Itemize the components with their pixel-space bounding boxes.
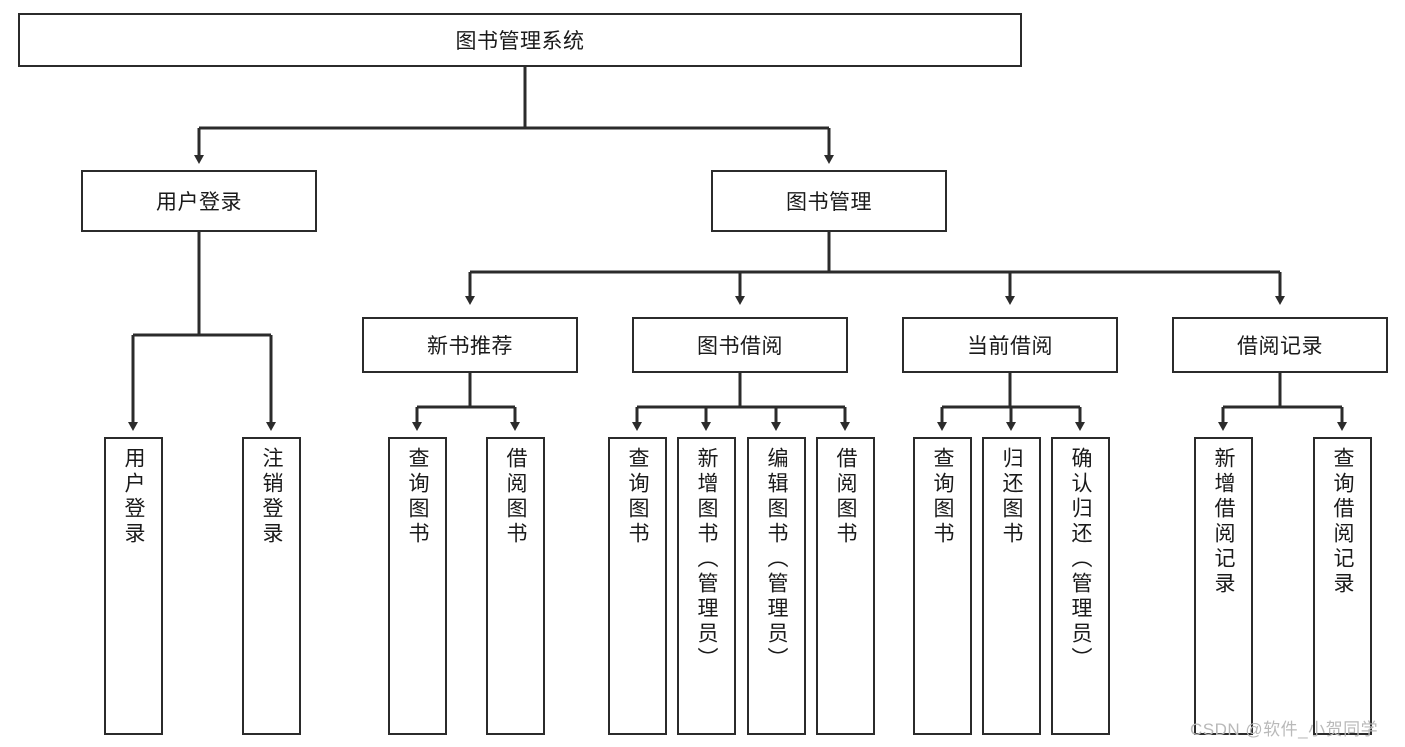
node-leaf-borrow-query[interactable]: 查询图书 [608,437,667,735]
node-current-borrow-label: 当前借阅 [967,335,1053,358]
node-leaf-borrow-edit-label: 编辑图书（管理员） [765,447,788,672]
node-leaf-current-query[interactable]: 查询图书 [913,437,972,735]
node-leaf-current-confirm[interactable]: 确认归还（管理员） [1051,437,1110,735]
node-user-login-label: 用户登录 [156,191,242,214]
node-book-manage[interactable]: 图书管理 [711,170,947,232]
node-leaf-record-query[interactable]: 查询借阅记录 [1313,437,1372,735]
node-leaf-borrow-add-label: 新增图书（管理员） [695,447,718,672]
node-book-borrow-label: 图书借阅 [697,335,783,358]
watermark: CSDN @软件_小贺同学 [1190,715,1378,740]
node-leaf-borrow-edit[interactable]: 编辑图书（管理员） [747,437,806,735]
node-leaf-newbook-borrow[interactable]: 借阅图书 [486,437,545,735]
node-borrow-record[interactable]: 借阅记录 [1172,317,1388,373]
node-borrow-record-label: 借阅记录 [1237,335,1323,358]
node-leaf-logout-label: 注销登录 [260,447,283,547]
node-current-borrow[interactable]: 当前借阅 [902,317,1118,373]
node-root[interactable]: 图书管理系统 [18,13,1022,67]
node-leaf-current-query-label: 查询图书 [931,447,954,547]
node-leaf-user-login-label: 用户登录 [122,447,145,547]
node-leaf-logout[interactable]: 注销登录 [242,437,301,735]
node-leaf-newbook-query[interactable]: 查询图书 [388,437,447,735]
node-leaf-record-add[interactable]: 新增借阅记录 [1194,437,1253,735]
node-leaf-borrow-do-label: 借阅图书 [834,447,857,547]
node-leaf-borrow-query-label: 查询图书 [626,447,649,547]
node-leaf-borrow-do[interactable]: 借阅图书 [816,437,875,735]
node-leaf-newbook-borrow-label: 借阅图书 [504,447,527,547]
node-leaf-current-return[interactable]: 归还图书 [982,437,1041,735]
node-leaf-user-login[interactable]: 用户登录 [104,437,163,735]
node-leaf-newbook-query-label: 查询图书 [406,447,429,547]
node-leaf-current-return-label: 归还图书 [1000,447,1023,547]
node-book-borrow[interactable]: 图书借阅 [632,317,848,373]
node-leaf-record-query-label: 查询借阅记录 [1331,447,1354,597]
node-book-manage-label: 图书管理 [786,191,872,214]
node-leaf-borrow-add[interactable]: 新增图书（管理员） [677,437,736,735]
node-root-label: 图书管理系统 [455,30,585,53]
node-user-login[interactable]: 用户登录 [81,170,317,232]
node-leaf-current-confirm-label: 确认归还（管理员） [1069,447,1092,672]
node-new-book[interactable]: 新书推荐 [362,317,578,373]
node-new-book-label: 新书推荐 [427,335,513,358]
watermark-text: CSDN @软件_小贺同学 [1190,720,1379,739]
node-leaf-record-add-label: 新增借阅记录 [1212,447,1235,597]
